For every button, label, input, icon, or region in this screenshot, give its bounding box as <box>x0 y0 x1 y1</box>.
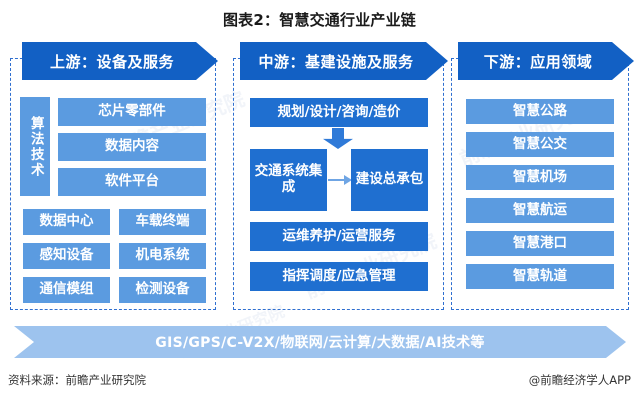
connector-arrow-icon <box>328 179 345 181</box>
downstream-item-smart-bus: 智慧公交 <box>466 132 614 157</box>
downstream-item-smart-airport: 智慧机场 <box>466 165 614 190</box>
upstream-item-communication-module: 通信模组 <box>23 277 110 303</box>
upstream-item-data-center: 数据中心 <box>23 209 110 235</box>
midstream-item-system-integration: 交通系统集成 <box>250 149 327 211</box>
midstream-header-arrow: 中游：基建设施及服务 <box>240 42 448 80</box>
midstream-item-planning: 规划/设计/咨询/造价 <box>250 98 428 127</box>
midstream-item-maintenance: 运维养护/运营服务 <box>250 222 428 251</box>
brand-label: @前瞻经济学人APP <box>528 373 631 387</box>
upstream-item-sensing-equipment: 感知设备 <box>23 243 110 269</box>
upstream-algo-box: 算法技术 <box>20 97 50 196</box>
upstream-item-detection-equipment: 检测设备 <box>119 277 206 303</box>
midstream-item-general-contracting: 建设总承包 <box>351 149 428 211</box>
downstream-header-arrow: 下游：应用领域 <box>458 42 634 80</box>
source-label: 资料来源：前瞻产业研究院 <box>8 373 146 387</box>
midstream-item-dispatch: 指挥调度/应急管理 <box>250 262 428 291</box>
page-title: 图表2：智慧交通行业产业链 <box>222 11 417 29</box>
upstream-item-data-content: 数据内容 <box>58 133 206 161</box>
technology-bar: GIS/GPS/C-V2X/物联网/云计算/大数据/AI技术等 <box>14 326 626 358</box>
upstream-item-electromechanical-system: 机电系统 <box>119 243 206 269</box>
downstream-item-smart-highway: 智慧公路 <box>466 99 614 124</box>
downstream-item-smart-shipping: 智慧航运 <box>466 198 614 223</box>
upstream-item-chip: 芯片零部件 <box>58 98 206 126</box>
upstream-item-vehicle-terminal: 车载终端 <box>119 209 206 235</box>
downstream-item-smart-rail: 智慧轨道 <box>466 264 614 289</box>
connector-arrow-head-icon <box>344 175 352 185</box>
downstream-item-smart-port: 智慧港口 <box>466 231 614 256</box>
upstream-header-arrow: 上游：设备及服务 <box>22 42 218 80</box>
upstream-item-software-platform: 软件平台 <box>58 168 206 196</box>
